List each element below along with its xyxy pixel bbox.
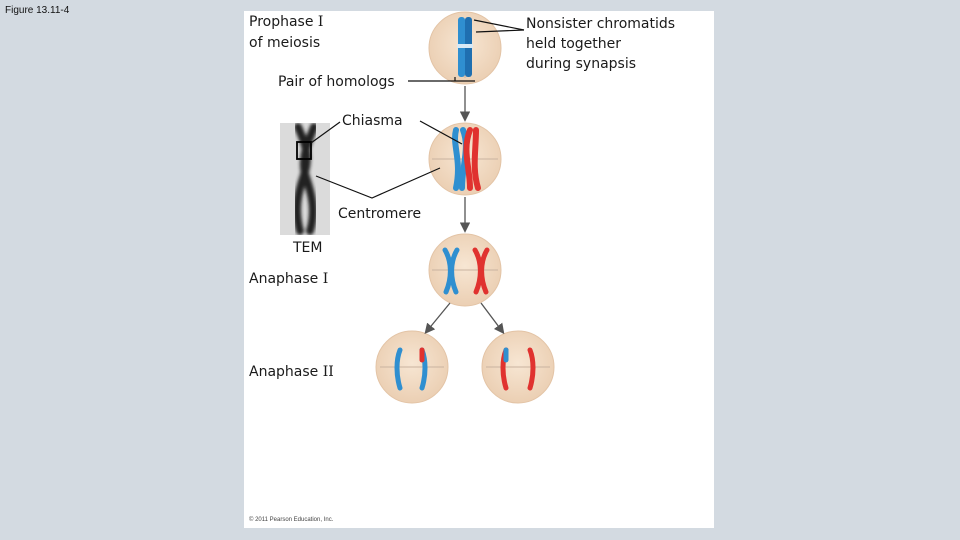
leader-centromere — [315, 167, 441, 199]
centromere-label: Centromere — [338, 206, 422, 222]
figure-label: Figure 13.11-4 — [5, 5, 70, 16]
cell-anaphase-1 — [428, 233, 502, 307]
pair-of-homologs-label: Pair of homologs — [278, 74, 395, 90]
leader-chiasma — [419, 120, 463, 145]
arrow-to-anaphase2-left — [424, 302, 451, 335]
anaphase-2-label: Anaphase II — [249, 364, 334, 380]
tem-label: TEM — [293, 240, 323, 256]
tem-micrograph — [280, 123, 330, 235]
chiasma-box — [296, 141, 312, 160]
prophase-label-line1: Prophase I — [249, 14, 324, 30]
cell-anaphase-2-left — [375, 330, 449, 404]
copyright-notice: © 2011 Pearson Education, Inc. — [249, 517, 334, 523]
cell-anaphase-2-right — [481, 330, 555, 404]
leader-nonsister — [473, 19, 525, 31]
prophase-label-line2: of meiosis — [249, 35, 321, 51]
cell-prophase-aligned — [428, 11, 502, 85]
chiasma-label: Chiasma — [342, 113, 403, 129]
leader-chiasma-tem — [310, 121, 341, 144]
leader-lines — [310, 19, 525, 199]
nonsister-chromatids-label: Nonsister chromatids held together durin… — [526, 16, 676, 72]
process-arrows — [424, 86, 505, 335]
cell-synapsis — [428, 122, 502, 196]
arrow-to-anaphase2-right — [480, 302, 505, 335]
anaphase-1-label: Anaphase I — [249, 271, 329, 287]
